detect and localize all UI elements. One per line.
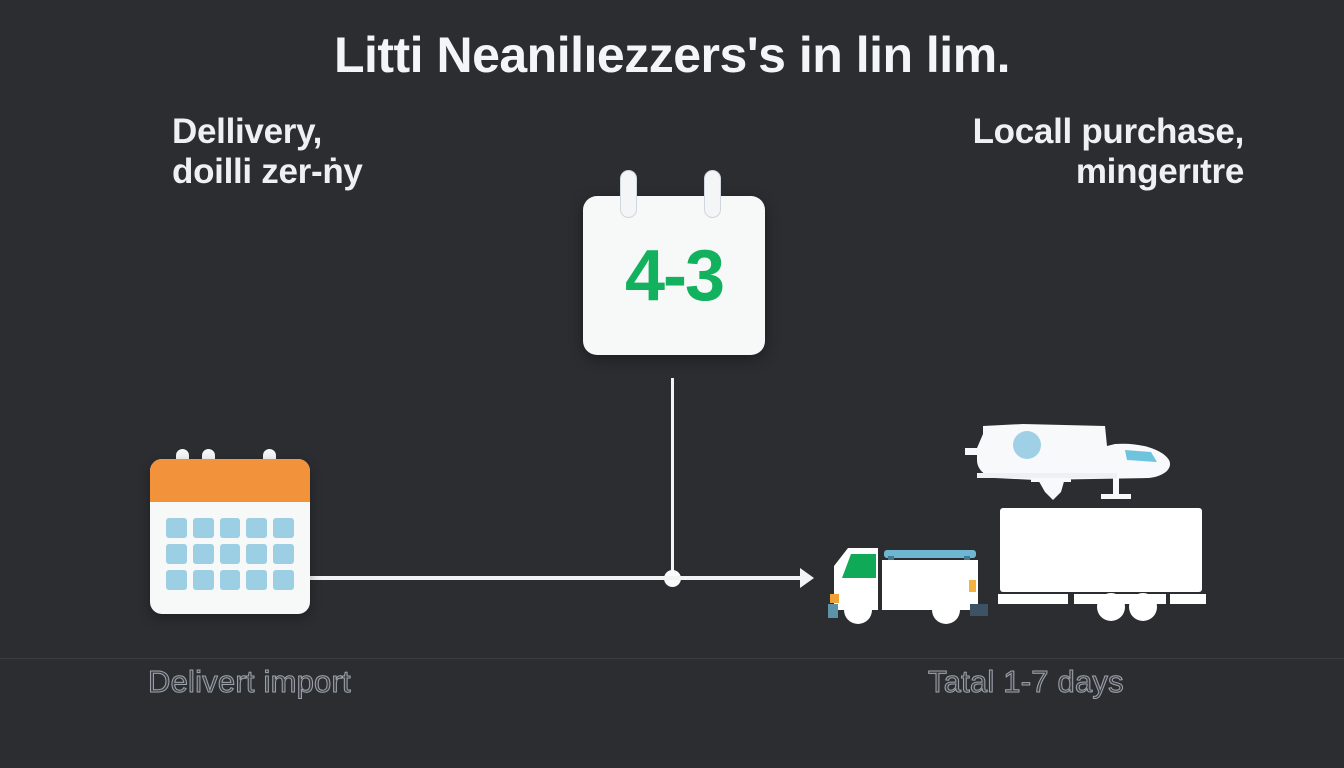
- footer-divider: [0, 658, 1344, 659]
- calendar-day-cell: [219, 544, 241, 564]
- left-column-label-line2: doilli zer-ṅy: [172, 152, 363, 192]
- calendar-day-grid: [166, 518, 294, 590]
- calendar-day-cell: [192, 570, 214, 590]
- calendar-card-ring-icon: [704, 170, 721, 218]
- flow-arrow-head-icon: [800, 568, 814, 588]
- calendar-day-cell: [273, 544, 294, 564]
- calendar-day-cell: [273, 570, 294, 590]
- card-connector-line: [671, 378, 674, 578]
- left-column-label-line1: Dellivery,: [172, 112, 323, 151]
- flow-arrow-line: [306, 576, 806, 580]
- calendar-day-cell: [219, 570, 241, 590]
- calendar-day-cell: [192, 544, 214, 564]
- right-footer-label: Tatal 1-7 days: [928, 664, 1125, 700]
- left-column-label: Dellivery, doilli zer-ṅy: [172, 112, 363, 193]
- calendar-day-cell: [192, 518, 214, 538]
- calendar-day-cell: [273, 518, 294, 538]
- truck-icon: [828, 548, 988, 624]
- left-footer-label: Delivert import: [148, 664, 352, 700]
- calendar-card-ring-icon: [620, 170, 637, 218]
- right-column-label-line1: Locall purchase,: [972, 112, 1245, 151]
- airplane-icon: [965, 424, 1171, 500]
- calendar-day-cell: [246, 544, 268, 564]
- right-column-label: Locall purchase, mingerıtre: [972, 112, 1245, 193]
- page-title: Litti Neanilıezzers's in lin lim.: [333, 27, 1011, 83]
- calendar-card: 4-3: [583, 170, 765, 355]
- day-range-value: 4-3: [624, 235, 725, 316]
- calendar-day-cell: [166, 518, 187, 538]
- calendar-icon: [150, 459, 310, 614]
- calendar-day-cell: [246, 518, 268, 538]
- trailer-icon: [998, 508, 1206, 621]
- calendar-day-cell: [166, 570, 187, 590]
- calendar-day-cell: [166, 544, 187, 564]
- calendar-day-cell: [219, 518, 241, 538]
- calendar-day-cell: [246, 570, 268, 590]
- right-column-label-line2: mingerıtre: [1075, 152, 1244, 192]
- calendar-header-band: [150, 459, 310, 502]
